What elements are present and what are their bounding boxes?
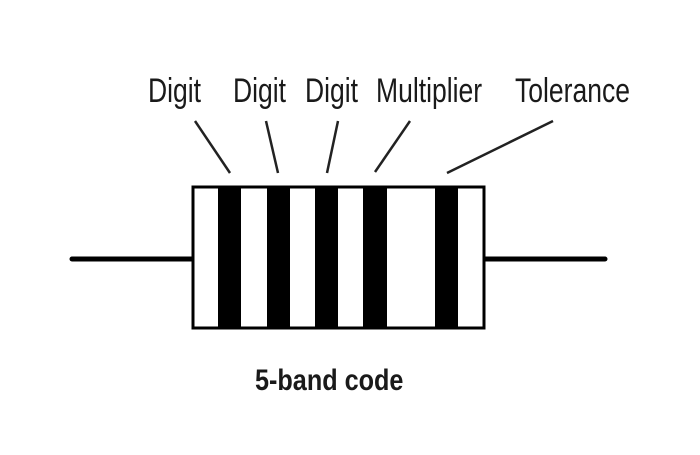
bands-group [218, 188, 458, 327]
band-3-digit [315, 188, 338, 327]
leader-line-5 [446, 119, 554, 175]
label-5-tolerance: Tolerance [515, 72, 630, 110]
band-4-multiplier [363, 188, 387, 327]
label-4-multiplier: Multiplier [376, 72, 483, 110]
leader-lines [193, 119, 554, 175]
leader-line-2 [264, 120, 280, 174]
band-5-tolerance [435, 188, 458, 327]
band-2-digit [267, 188, 290, 327]
leader-line-1 [193, 120, 232, 174]
diagram-caption: 5-band code [255, 364, 404, 397]
leader-line-3 [325, 120, 340, 174]
label-1-digit: Digit [148, 72, 202, 110]
label-2-digit: Digit [233, 72, 287, 110]
band-1-digit [218, 188, 241, 327]
leader-line-4 [373, 120, 412, 173]
label-3-digit: Digit [305, 72, 359, 110]
